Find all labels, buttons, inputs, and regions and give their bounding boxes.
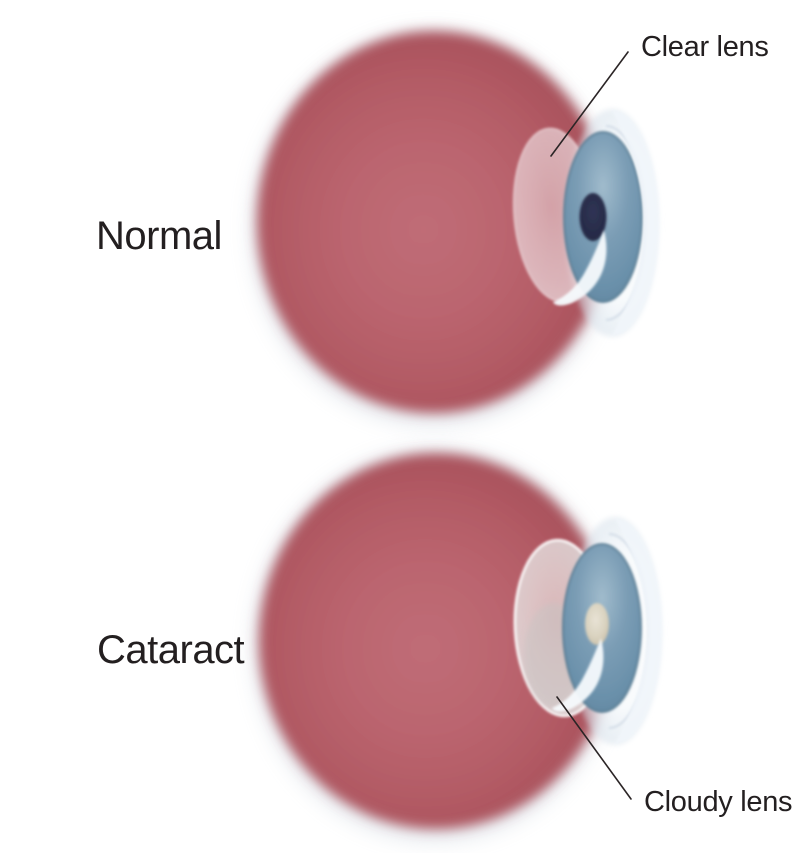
iris-highlight xyxy=(553,230,607,306)
iris-highlight xyxy=(552,638,604,712)
cataract-label: Cataract xyxy=(97,628,245,672)
cloudy-lens-pointer-line xyxy=(556,696,632,800)
cornea-overlay xyxy=(615,519,662,743)
clear-lens-pointer-line xyxy=(550,51,629,157)
pupil xyxy=(579,193,607,241)
cornea-overlay xyxy=(612,111,659,335)
normal-eye-panel xyxy=(251,31,659,425)
eyeball-sclera xyxy=(257,31,611,413)
cataract-eye-panel xyxy=(253,449,662,841)
pupil xyxy=(585,603,609,645)
eyeball-sclera xyxy=(259,453,613,829)
normal-label: Normal xyxy=(96,214,222,258)
cloudy-lens-label: Cloudy lens xyxy=(644,786,793,818)
clear-lens-label: Clear lens xyxy=(641,31,769,63)
